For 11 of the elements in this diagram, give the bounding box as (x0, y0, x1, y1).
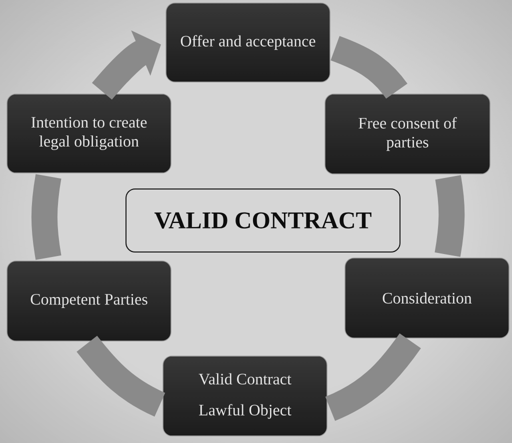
arc-band (434, 175, 465, 257)
step-box: Valid Contract Lawful Object (162, 356, 328, 436)
step-box: Offer and acceptance (166, 2, 330, 82)
step-box: Competent Parties (6, 260, 172, 342)
title-box: VALID CONTRACT (126, 188, 400, 252)
step-box: Free consent of parties (324, 94, 490, 174)
arc-band (76, 336, 166, 417)
arc-band (31, 174, 62, 260)
step-box: Consideration (344, 258, 510, 338)
step-box: Intention to create legal obligation (6, 94, 172, 174)
arc-band (325, 333, 421, 421)
